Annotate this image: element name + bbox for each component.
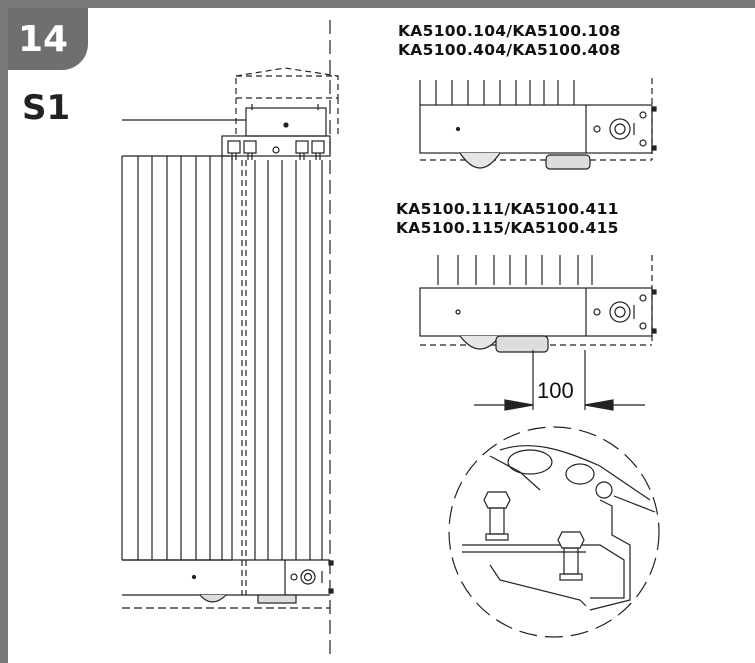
circular-detail-bolts <box>448 426 660 638</box>
frame-left-border <box>0 0 8 663</box>
model-group-b: KA5100.111/KA5100.411 KA5100.115/KA5100.… <box>396 200 619 238</box>
detail-view-b <box>419 255 657 353</box>
detail-view-a <box>419 78 657 170</box>
frame-top-border <box>0 0 755 8</box>
step-number: 14 <box>17 18 69 60</box>
bottom-rail <box>122 559 334 609</box>
model-group-b-line1: KA5100.111/KA5100.411 <box>396 200 619 218</box>
dimension-100 <box>474 350 645 411</box>
model-group-a-line1: KA5100.104/KA5100.108 <box>398 22 621 40</box>
dimension-value: 100 <box>537 378 574 403</box>
section-label: S1 <box>22 88 71 128</box>
model-group-b-line2: KA5100.115/KA5100.415 <box>396 219 619 237</box>
motor-cover-dashed <box>235 67 339 135</box>
step-number-badge: 14 <box>8 8 88 70</box>
model-group-a: KA5100.104/KA5100.108 KA5100.404/KA5100.… <box>398 22 621 60</box>
model-group-a-line2: KA5100.404/KA5100.408 <box>398 41 621 59</box>
gate-panel <box>121 155 323 595</box>
motor-unit <box>122 104 331 160</box>
